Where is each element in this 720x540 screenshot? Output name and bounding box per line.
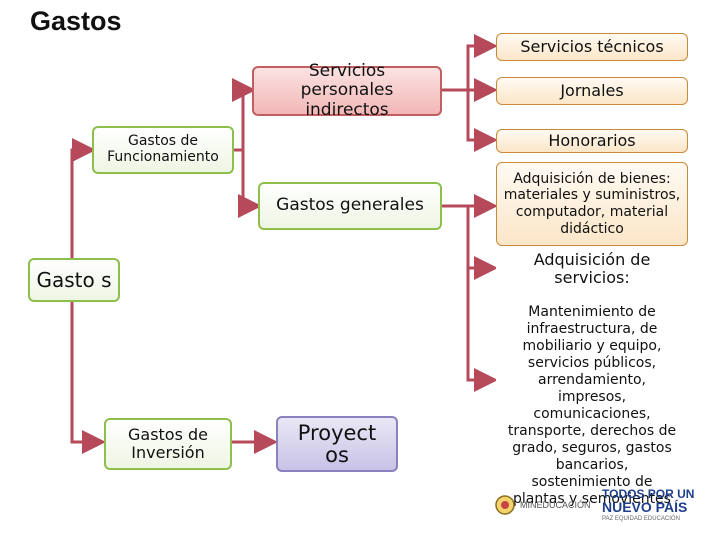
node-gastos-inversion-label: Gastos de Inversión xyxy=(127,425,209,462)
connector-root-funcionamiento xyxy=(70,138,96,262)
node-servicios-tecnicos: Servicios técnicos xyxy=(496,33,688,61)
node-jornales-label: Jornales xyxy=(560,81,624,101)
node-honorarios: Honorarios xyxy=(496,129,688,153)
node-gastos-funcionamiento: Gastos de Funcionamiento xyxy=(92,126,234,174)
node-mantenimiento: Mantenimiento de infraestructura, de mob… xyxy=(496,292,688,520)
mineducacion-text: MINEDUCACIÓN xyxy=(520,500,591,510)
connector-root-inversion xyxy=(70,300,106,454)
mineducacion-logo: MINEDUCACIÓN xyxy=(494,494,591,516)
node-gastos-generales: Gastos generales xyxy=(258,182,442,230)
node-adquisicion-bienes-label: Adquisición de bienes: materiales y sumi… xyxy=(503,170,681,237)
connector-servpers-honorarios xyxy=(442,88,498,152)
node-proyectos-label: Proyect os xyxy=(297,420,377,467)
connector-servpers-tecnicos xyxy=(442,34,498,92)
node-mantenimiento-label: Mantenimiento de infraestructura, de mob… xyxy=(507,303,677,508)
page-title: Gastos xyxy=(30,6,122,36)
connector-func-gastosgen xyxy=(233,148,262,218)
node-adquisicion-servicios: Adquisición de servicios: xyxy=(496,248,688,290)
connector-gastosgen-servicios xyxy=(442,204,498,280)
node-gastos-funcionamiento-label: Gastos de Funcionamiento xyxy=(107,133,219,165)
node-adquisicion-bienes: Adquisición de bienes: materiales y sumi… xyxy=(496,162,688,246)
node-gastos-inversion: Gastos de Inversión xyxy=(104,418,232,470)
node-proyectos: Proyect os xyxy=(276,416,398,472)
node-adquisicion-servicios-label: Adquisición de servicios: xyxy=(533,249,651,287)
node-servicios-personales: Servicios personales indirectos xyxy=(252,62,442,119)
connector-func-servpers xyxy=(232,78,256,152)
node-gastos-root-label: Gasto s xyxy=(36,267,112,292)
todos-logo-tagline: PAZ EQUIDAD EDUCACIÓN xyxy=(602,516,680,522)
todos-por-un-nuevo-pais-logo: TODOS POR UN NUEVO PAÍS PAZ EQUIDAD EDUC… xyxy=(602,488,694,522)
node-gastos-root: Gasto s xyxy=(28,258,120,302)
todos-logo-line2: NUEVO PAÍS xyxy=(602,499,688,515)
colombia-seal-icon xyxy=(495,495,515,515)
connector-gastosgen-mantenimiento xyxy=(466,268,498,392)
node-jornales: Jornales xyxy=(496,77,688,105)
node-honorarios-label: Honorarios xyxy=(548,131,636,151)
todos-logo-line1: TODOS POR UN xyxy=(602,487,695,501)
node-servicios-tecnicos-label: Servicios técnicos xyxy=(520,37,664,57)
node-servicios-personales-label: Servicios personales indirectos xyxy=(300,61,394,120)
node-gastos-generales-label: Gastos generales xyxy=(276,195,424,216)
